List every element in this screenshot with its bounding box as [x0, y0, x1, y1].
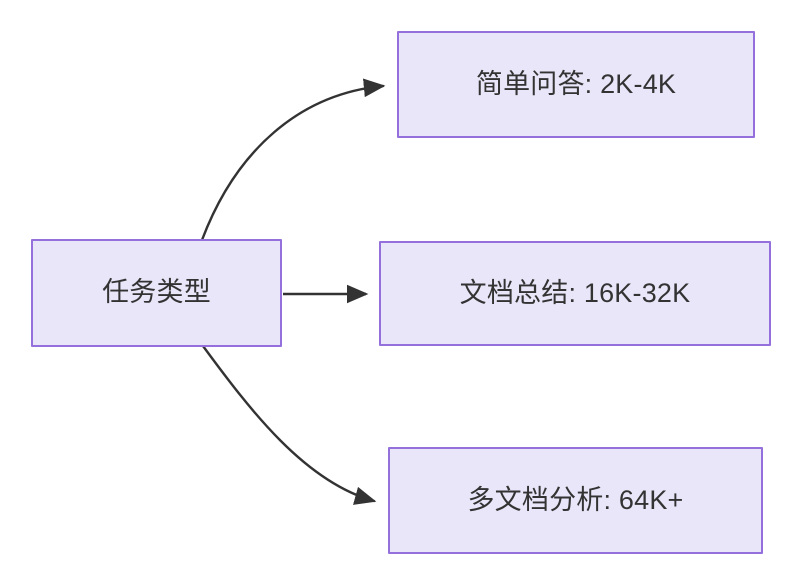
- edge-source-to-multi-doc: [201, 344, 377, 505]
- node-simple-qa-label: 简单问答: 2K-4K: [475, 68, 677, 99]
- node-doc-summary-label: 文档总结: 16K-32K: [459, 277, 691, 308]
- node-doc-summary[interactable]: 文档总结: 16K-32K: [379, 241, 771, 346]
- node-simple-qa[interactable]: 简单问答: 2K-4K: [397, 31, 755, 138]
- node-task-type-label: 任务类型: [102, 277, 211, 308]
- edge-source-to-simple-qa: [200, 78, 386, 242]
- node-multi-doc-analysis[interactable]: 多文档分析: 64K+: [388, 447, 763, 554]
- node-task-type[interactable]: 任务类型: [31, 239, 282, 347]
- node-multi-doc-analysis-label: 多文档分析: 64K+: [467, 484, 684, 515]
